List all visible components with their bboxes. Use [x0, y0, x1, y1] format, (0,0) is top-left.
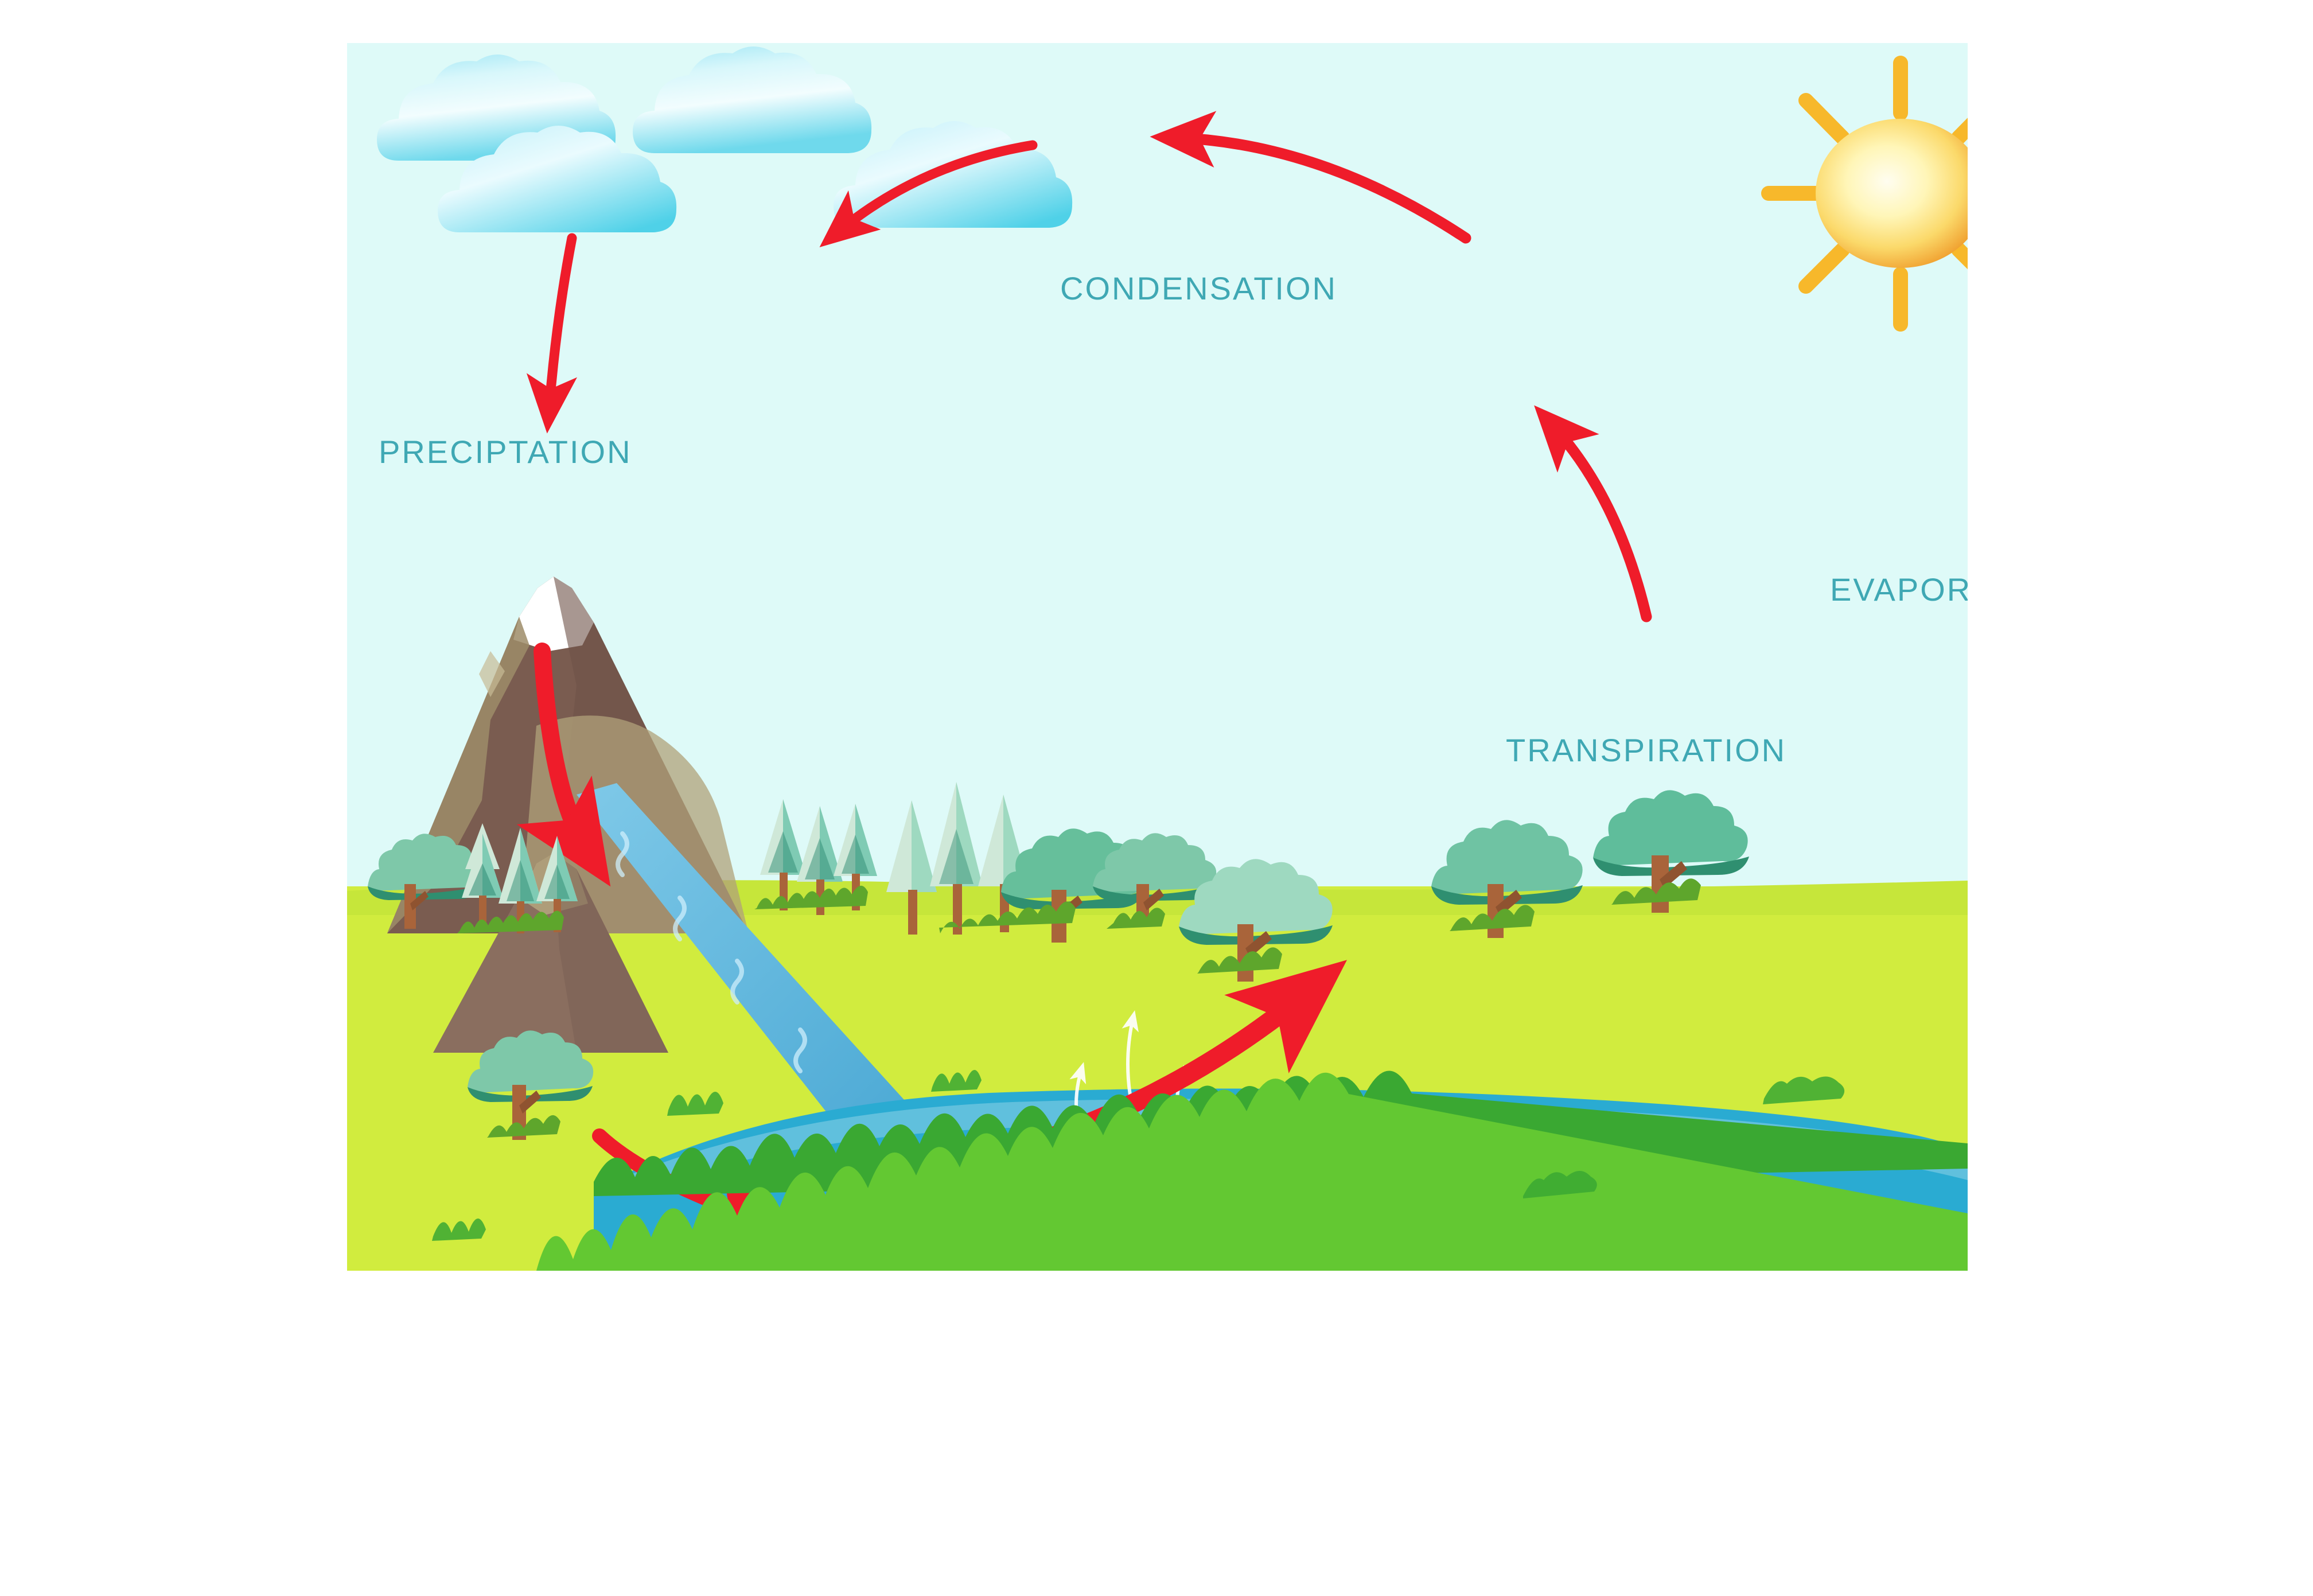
tree-round-right-transpiration: [1431, 820, 1583, 938]
river: [577, 783, 926, 1145]
tree-pine-cluster-left: [457, 823, 578, 933]
tree-round-left: [368, 834, 482, 929]
tree-pine-group-center-left: [754, 799, 877, 915]
tree-round-foreground: [468, 1030, 594, 1140]
arrow-evaporation-cloud-to-condensation: [1150, 111, 1471, 244]
arrow-precipitation-to-mountain: [526, 233, 578, 434]
cloud-condensation: [633, 46, 872, 153]
tree-round-right-center: [1179, 859, 1333, 982]
arrow-condensation-to-precipitation: [819, 140, 1038, 248]
arrow-tree-to-cloud-evaporation: [1534, 405, 1652, 622]
tree-round-mid-right: [1093, 833, 1217, 929]
sun-icon: [1761, 56, 1968, 332]
label-transpiration: TRANSPIRATION: [1506, 732, 1787, 768]
grass-tufts: [432, 1069, 1845, 1241]
label-evaporation: EVAPORATION: [1830, 571, 1968, 608]
lake-grass-bank-near: [536, 1072, 1968, 1271]
tree-round-far-right: [1593, 790, 1749, 913]
label-condensation: CONDENSATION: [1060, 270, 1337, 306]
label-preciptation: PRECIPTATION: [379, 434, 632, 470]
sun-disc: [1816, 119, 1968, 268]
cloud-precipitation: [438, 126, 677, 232]
arrow-runoff-mountain: [516, 643, 611, 887]
water-cycle-illustration: [347, 43, 1968, 1271]
diagram-canvas: CONDENSATION PRECIPTATION EVAPORATION TR…: [347, 43, 1968, 1271]
